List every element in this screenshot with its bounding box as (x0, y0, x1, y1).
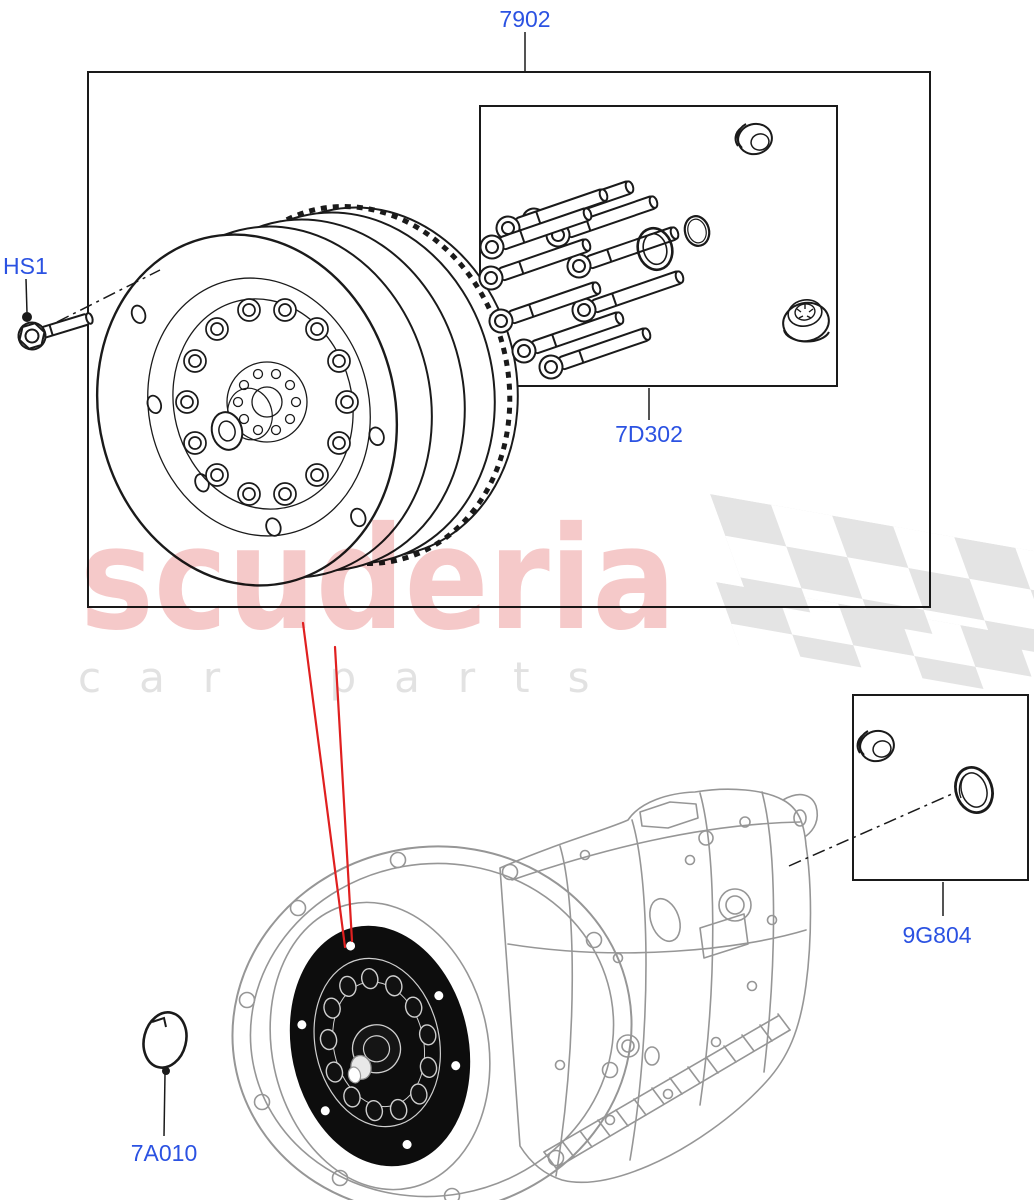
leader-7a010 (163, 1073, 166, 1137)
seal-alignment-line (788, 793, 953, 867)
watermark-brand: scuderia (80, 497, 676, 663)
part-label-9g804[interactable]: 9G804 (902, 922, 972, 948)
part-label-7d302[interactable]: 7D302 (615, 421, 683, 447)
part-label-hs1[interactable]: HS1 (3, 253, 48, 279)
seal-kit-drawing (856, 729, 994, 814)
kit-plug-drawing (734, 122, 773, 156)
oil-seal-drawing (954, 766, 994, 814)
hs1-alignment-line (56, 269, 161, 323)
seal-kit-box (852, 694, 1029, 881)
red-callout-line-1 (301, 621, 347, 949)
seal-plug-drawing (856, 729, 895, 763)
checkered-flag-watermark (710, 493, 1034, 699)
watermark: scuderia car parts (78, 493, 1034, 702)
bell-housing-flange (231, 845, 633, 1200)
watermark-tagline: car parts (78, 653, 627, 702)
o-ring-large (636, 226, 674, 272)
hs1-bolt-drawing (17, 312, 94, 351)
transmission-drawing (231, 788, 819, 1200)
leader-hs1 (25, 278, 28, 314)
assembly-group-box (87, 71, 931, 608)
o-ring-small (683, 215, 711, 247)
mounted-converter-drawing (289, 925, 471, 1167)
drain-plug-drawing (782, 299, 830, 343)
converter-plate-drawing (142, 1011, 188, 1075)
part-label-7a010[interactable]: 7A010 (130, 1140, 198, 1166)
red-callout-line-2 (333, 645, 354, 943)
bolt-kit-drawing (475, 122, 830, 383)
torque-converter-drawing (95, 204, 519, 587)
part-label-7902[interactable]: 7902 (499, 6, 551, 32)
